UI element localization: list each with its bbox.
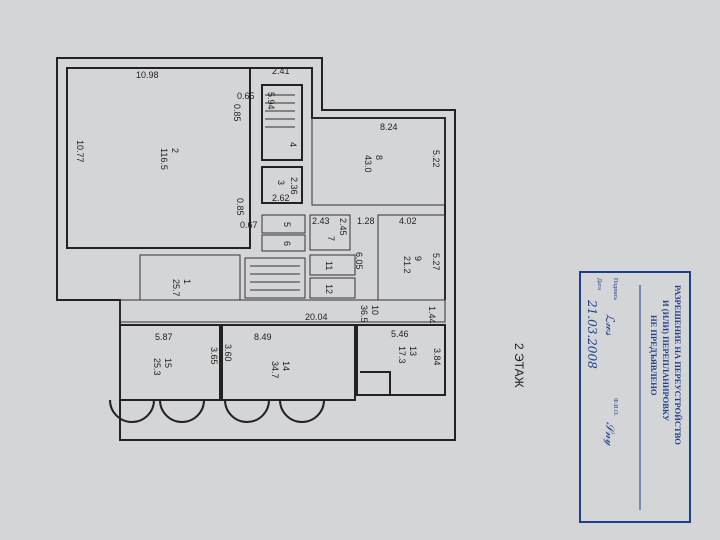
- room-2-outline: [66, 67, 251, 249]
- room-1-number: 1: [182, 279, 192, 284]
- dimension-labels: 10.98 2.41 0.65 0.85 10.77 5.94 8.24 5.2…: [75, 66, 442, 366]
- dimension: 5.22: [431, 150, 441, 168]
- room-7-outline: [309, 214, 351, 251]
- room-15-area: 25.3: [152, 358, 162, 376]
- floor-label: 2 ЭТАЖ: [512, 343, 526, 388]
- dimension: 20.04: [305, 312, 328, 322]
- room-3-outline: [261, 166, 303, 204]
- stamp-line-3: НЕ ПРЕДЪЯВЛЕНО: [649, 315, 659, 396]
- outer-wall: [56, 57, 456, 441]
- dimension: 2.36: [289, 177, 299, 195]
- staircase-2: [250, 265, 300, 291]
- stamp-line-1: РАЗРЕШЕНИЕ НА ПЕРЕУСТРОЙСТВО: [673, 285, 683, 445]
- stamp-line-2: И (ИЛИ) ПЕРЕПЛАНИРОВКУ: [661, 300, 671, 422]
- dimension: 2.41: [272, 66, 290, 76]
- room-8-outline: [311, 117, 446, 206]
- dimension: 2.45: [338, 218, 348, 236]
- room-6-number: 6: [282, 241, 292, 246]
- room-8-area: 43.0: [363, 155, 373, 173]
- room-10-corridor: [119, 299, 446, 323]
- room-15-outline: [119, 324, 221, 401]
- dimension: 4.02: [399, 216, 417, 226]
- room-15-number: 15: [163, 358, 173, 368]
- dimension: 0.67: [240, 220, 258, 230]
- staircase-1: [265, 94, 295, 128]
- room-2-number: 2: [170, 148, 180, 153]
- room-9-area: 21.2: [402, 256, 412, 274]
- dimension: 8.49: [254, 332, 272, 342]
- walls: [56, 57, 456, 441]
- dimension: 3.65: [209, 347, 219, 365]
- room-14-area: 34.7: [270, 361, 280, 379]
- stair-2-outline: [244, 257, 306, 299]
- room-5-outline: [261, 214, 306, 234]
- room-11-outline: [309, 254, 356, 276]
- room-10-number: 10: [370, 305, 380, 315]
- dimension: 1.44: [427, 306, 437, 324]
- room-7-number: 7: [326, 236, 336, 241]
- stamp-border: [579, 271, 691, 523]
- room-2-area: 116.5: [159, 148, 169, 170]
- room-4-outline: [261, 84, 303, 161]
- balcony-niche: [360, 371, 410, 396]
- stamp-date: 21.03.2008: [585, 299, 599, 369]
- dimension: 0.85: [232, 104, 242, 122]
- room-9-number: 9: [413, 256, 423, 261]
- room-8-number: 8: [374, 155, 384, 160]
- room-6-outline: [261, 234, 306, 252]
- room-14-outline: [221, 324, 356, 401]
- room-labels: 1 25.7 2 116.5 3 4 5 6 7 8 43.0 9 21.2 1…: [152, 142, 423, 379]
- bay-windows: [109, 399, 325, 423]
- handwritten-name: 𝒮𝓃𝓎: [603, 422, 617, 447]
- dimension: 2.62: [272, 193, 290, 203]
- room-11-number: 11: [324, 261, 334, 270]
- dimension: 8.24: [380, 122, 398, 132]
- dimension: 5.27: [431, 253, 441, 271]
- dimension: 5.94: [266, 92, 276, 110]
- dimension: 6.05: [354, 252, 364, 270]
- room-12-number: 12: [324, 284, 334, 294]
- room-1-area: 25.7: [171, 279, 181, 297]
- dimension: 5.46: [391, 329, 409, 339]
- dimension: 3.84: [432, 348, 442, 366]
- room-3-number: 3: [276, 180, 286, 185]
- dimension: 1.28: [357, 216, 375, 226]
- signature-label: Подпись: [612, 278, 618, 300]
- approval-stamp: РАЗРЕШЕНИЕ НА ПЕРЕУСТРОЙСТВО И (ИЛИ) ПЕР…: [579, 271, 691, 523]
- room-12-outline: [309, 277, 356, 299]
- dimension: 0.65: [237, 91, 255, 101]
- dimension: 5.87: [155, 332, 173, 342]
- dimension: 10.77: [75, 140, 85, 163]
- dimension: 10.98: [136, 70, 159, 80]
- dimension: 2.43: [312, 216, 330, 226]
- room-5-number: 5: [282, 222, 292, 227]
- room-10-area: 36.5: [359, 305, 369, 323]
- handwritten-signature: ℒ𝓌𝓈: [603, 314, 617, 336]
- room-13-area: 17.3: [397, 346, 407, 364]
- dimension: 0.85: [235, 198, 245, 216]
- room-4-number: 4: [288, 142, 298, 147]
- room-13-number: 13: [408, 346, 418, 356]
- name-label: Ф.И.О.: [612, 398, 618, 416]
- date-label: Дата: [596, 278, 602, 290]
- dimension: 3.60: [223, 344, 233, 362]
- room-14-number: 14: [281, 361, 291, 371]
